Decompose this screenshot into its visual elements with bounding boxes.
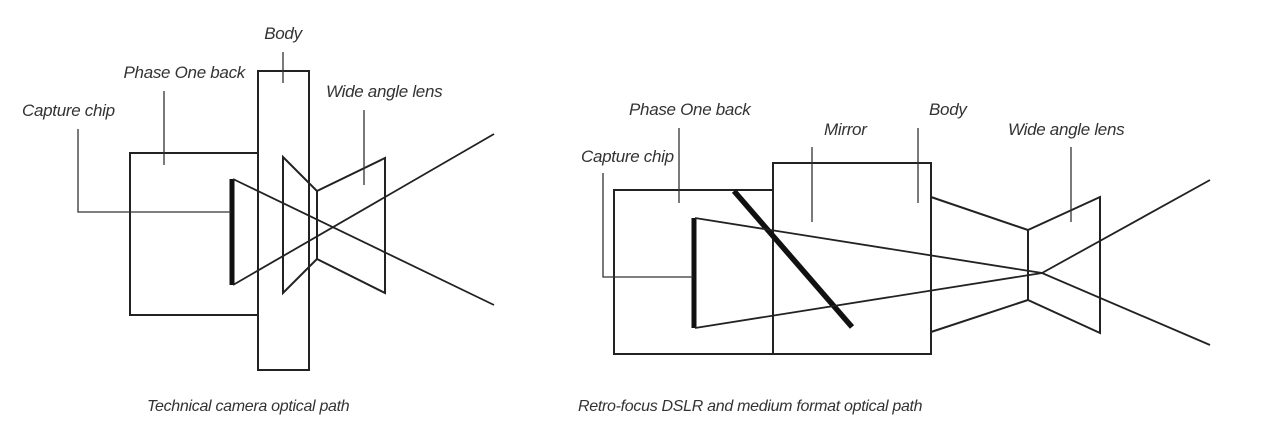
retrofocus-body-label: Body: [929, 100, 968, 119]
technical-capture-chip-leader: [77, 129, 231, 213]
retrofocus-phase-one-back-label: Phase One back: [629, 100, 752, 119]
retrofocus-capture-chip-label: Capture chip: [581, 147, 674, 166]
technical-caption: Technical camera optical path: [147, 398, 350, 415]
retrofocus-wide-angle-lens: [1027, 195, 1101, 335]
technical-wide-angle-lens: [316, 156, 386, 295]
technical-capture-chip-label: Capture chip: [22, 101, 115, 120]
retrofocus-phase-one-back-housing: [613, 189, 773, 355]
retrofocus-capture-chip-leader: [602, 173, 693, 278]
technical-wide-angle-lens-label: Wide angle lens: [326, 82, 443, 101]
retrofocus-lens-front-element: [930, 196, 1029, 333]
technical-body-label: Body: [264, 24, 303, 43]
technical-camera-diagram: Body Phase One back Capture chip Wide an…: [22, 24, 495, 415]
technical-light-ray-lower: [232, 133, 495, 286]
technical-light-ray-upper: [232, 178, 495, 306]
technical-lens-front-element: [282, 154, 318, 296]
retrofocus-mirror: [731, 189, 855, 329]
retrofocus-diagram: Phase One back Mirror Body Capture chip …: [578, 100, 1211, 415]
retrofocus-wide-angle-lens-label: Wide angle lens: [1008, 120, 1125, 139]
retrofocus-mirror-label: Mirror: [824, 120, 868, 139]
technical-phase-one-back-housing: [129, 152, 258, 316]
retrofocus-light-ray-lower: [694, 179, 1211, 329]
technical-phase-one-back-label: Phase One back: [124, 63, 247, 82]
retrofocus-caption: Retro-focus DSLR and medium format optic…: [578, 398, 923, 415]
retrofocus-body: [772, 162, 932, 355]
